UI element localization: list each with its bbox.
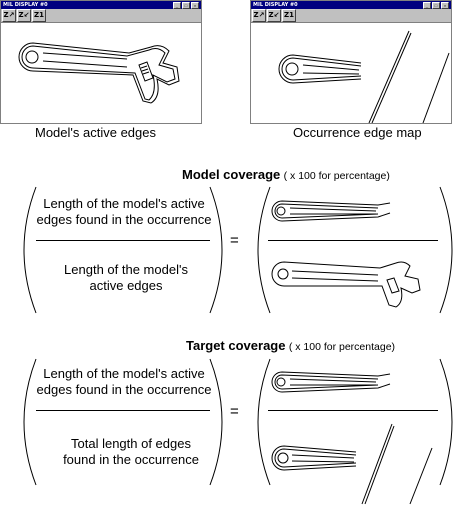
right-paren [209, 186, 223, 314]
left-paren [23, 186, 37, 314]
zoom-out-button[interactable]: Z↙ [267, 9, 281, 22]
found-edges-thumbnail [271, 200, 391, 222]
target-coverage-numerator: Length of the model's active edges found… [36, 366, 212, 397]
fraction-bar [268, 240, 438, 241]
found-edges-thumbnail [271, 371, 391, 393]
model-edges-caption: Model's active edges [35, 125, 156, 140]
target-coverage-denominator: Total length of edges found in the occur… [63, 436, 199, 467]
zoom-toolbar: Z↗ Z↙ Z1 [251, 9, 451, 23]
model-coverage-header: Model coverage ( x 100 for percentage) [182, 167, 390, 182]
title-bar: MIL DISPLAY #0 _□× [251, 1, 451, 9]
occurrence-display-window: MIL DISPLAY #0 _□× Z↗ Z↙ Z1 [250, 0, 452, 124]
zoom-toolbar: Z↗ Z↙ Z1 [1, 9, 201, 23]
maximize-button[interactable]: □ [182, 1, 190, 9]
close-button[interactable]: × [441, 1, 449, 9]
equals-sign: = [230, 403, 239, 420]
right-paren [209, 358, 223, 486]
target-coverage-note: ( x 100 for percentage) [288, 341, 396, 353]
minimize-button[interactable]: _ [173, 1, 181, 9]
model-edge-canvas [1, 23, 201, 123]
target-coverage-title: Target coverage [186, 338, 286, 353]
minimize-button[interactable]: _ [423, 1, 431, 9]
left-paren [23, 358, 37, 486]
model-coverage-title: Model coverage [182, 167, 281, 182]
model-coverage-note: ( x 100 for percentage) [283, 170, 390, 182]
maximize-button[interactable]: □ [432, 1, 440, 9]
close-button[interactable]: × [191, 1, 199, 9]
occurrence-edges-thumbnail [271, 423, 433, 505]
zoom-reset-button[interactable]: Z1 [282, 9, 296, 22]
zoom-reset-button[interactable]: Z1 [32, 9, 46, 22]
wrench-model-image [18, 42, 180, 104]
occurrence-map-caption: Occurrence edge map [293, 125, 422, 140]
occurrence-edge-canvas [251, 23, 451, 123]
model-edges-thumbnail [271, 261, 421, 308]
model-coverage-denominator: Length of the model's active edges [64, 262, 188, 293]
model-display-window: MIL DISPLAY #0 _□× Z↗ Z↙ Z1 [0, 0, 202, 124]
left-paren [257, 358, 271, 486]
zoom-in-button[interactable]: Z↗ [252, 9, 266, 22]
title-bar: MIL DISPLAY #0 _□× [1, 1, 201, 9]
equals-sign: = [230, 232, 239, 249]
target-coverage-header: Target coverage ( x 100 for percentage) [186, 338, 395, 353]
window-title: MIL DISPLAY #0 [253, 2, 298, 8]
occurrence-edge-image [278, 30, 450, 123]
zoom-out-button[interactable]: Z↙ [17, 9, 31, 22]
fraction-bar [36, 410, 210, 411]
right-paren [439, 358, 453, 486]
zoom-in-button[interactable]: Z↗ [2, 9, 16, 22]
left-paren [257, 186, 271, 314]
model-coverage-numerator: Length of the model's active edges found… [36, 196, 212, 227]
fraction-bar [36, 240, 210, 241]
right-paren [439, 186, 453, 314]
fraction-bar [268, 410, 438, 411]
window-title: MIL DISPLAY #0 [3, 2, 48, 8]
